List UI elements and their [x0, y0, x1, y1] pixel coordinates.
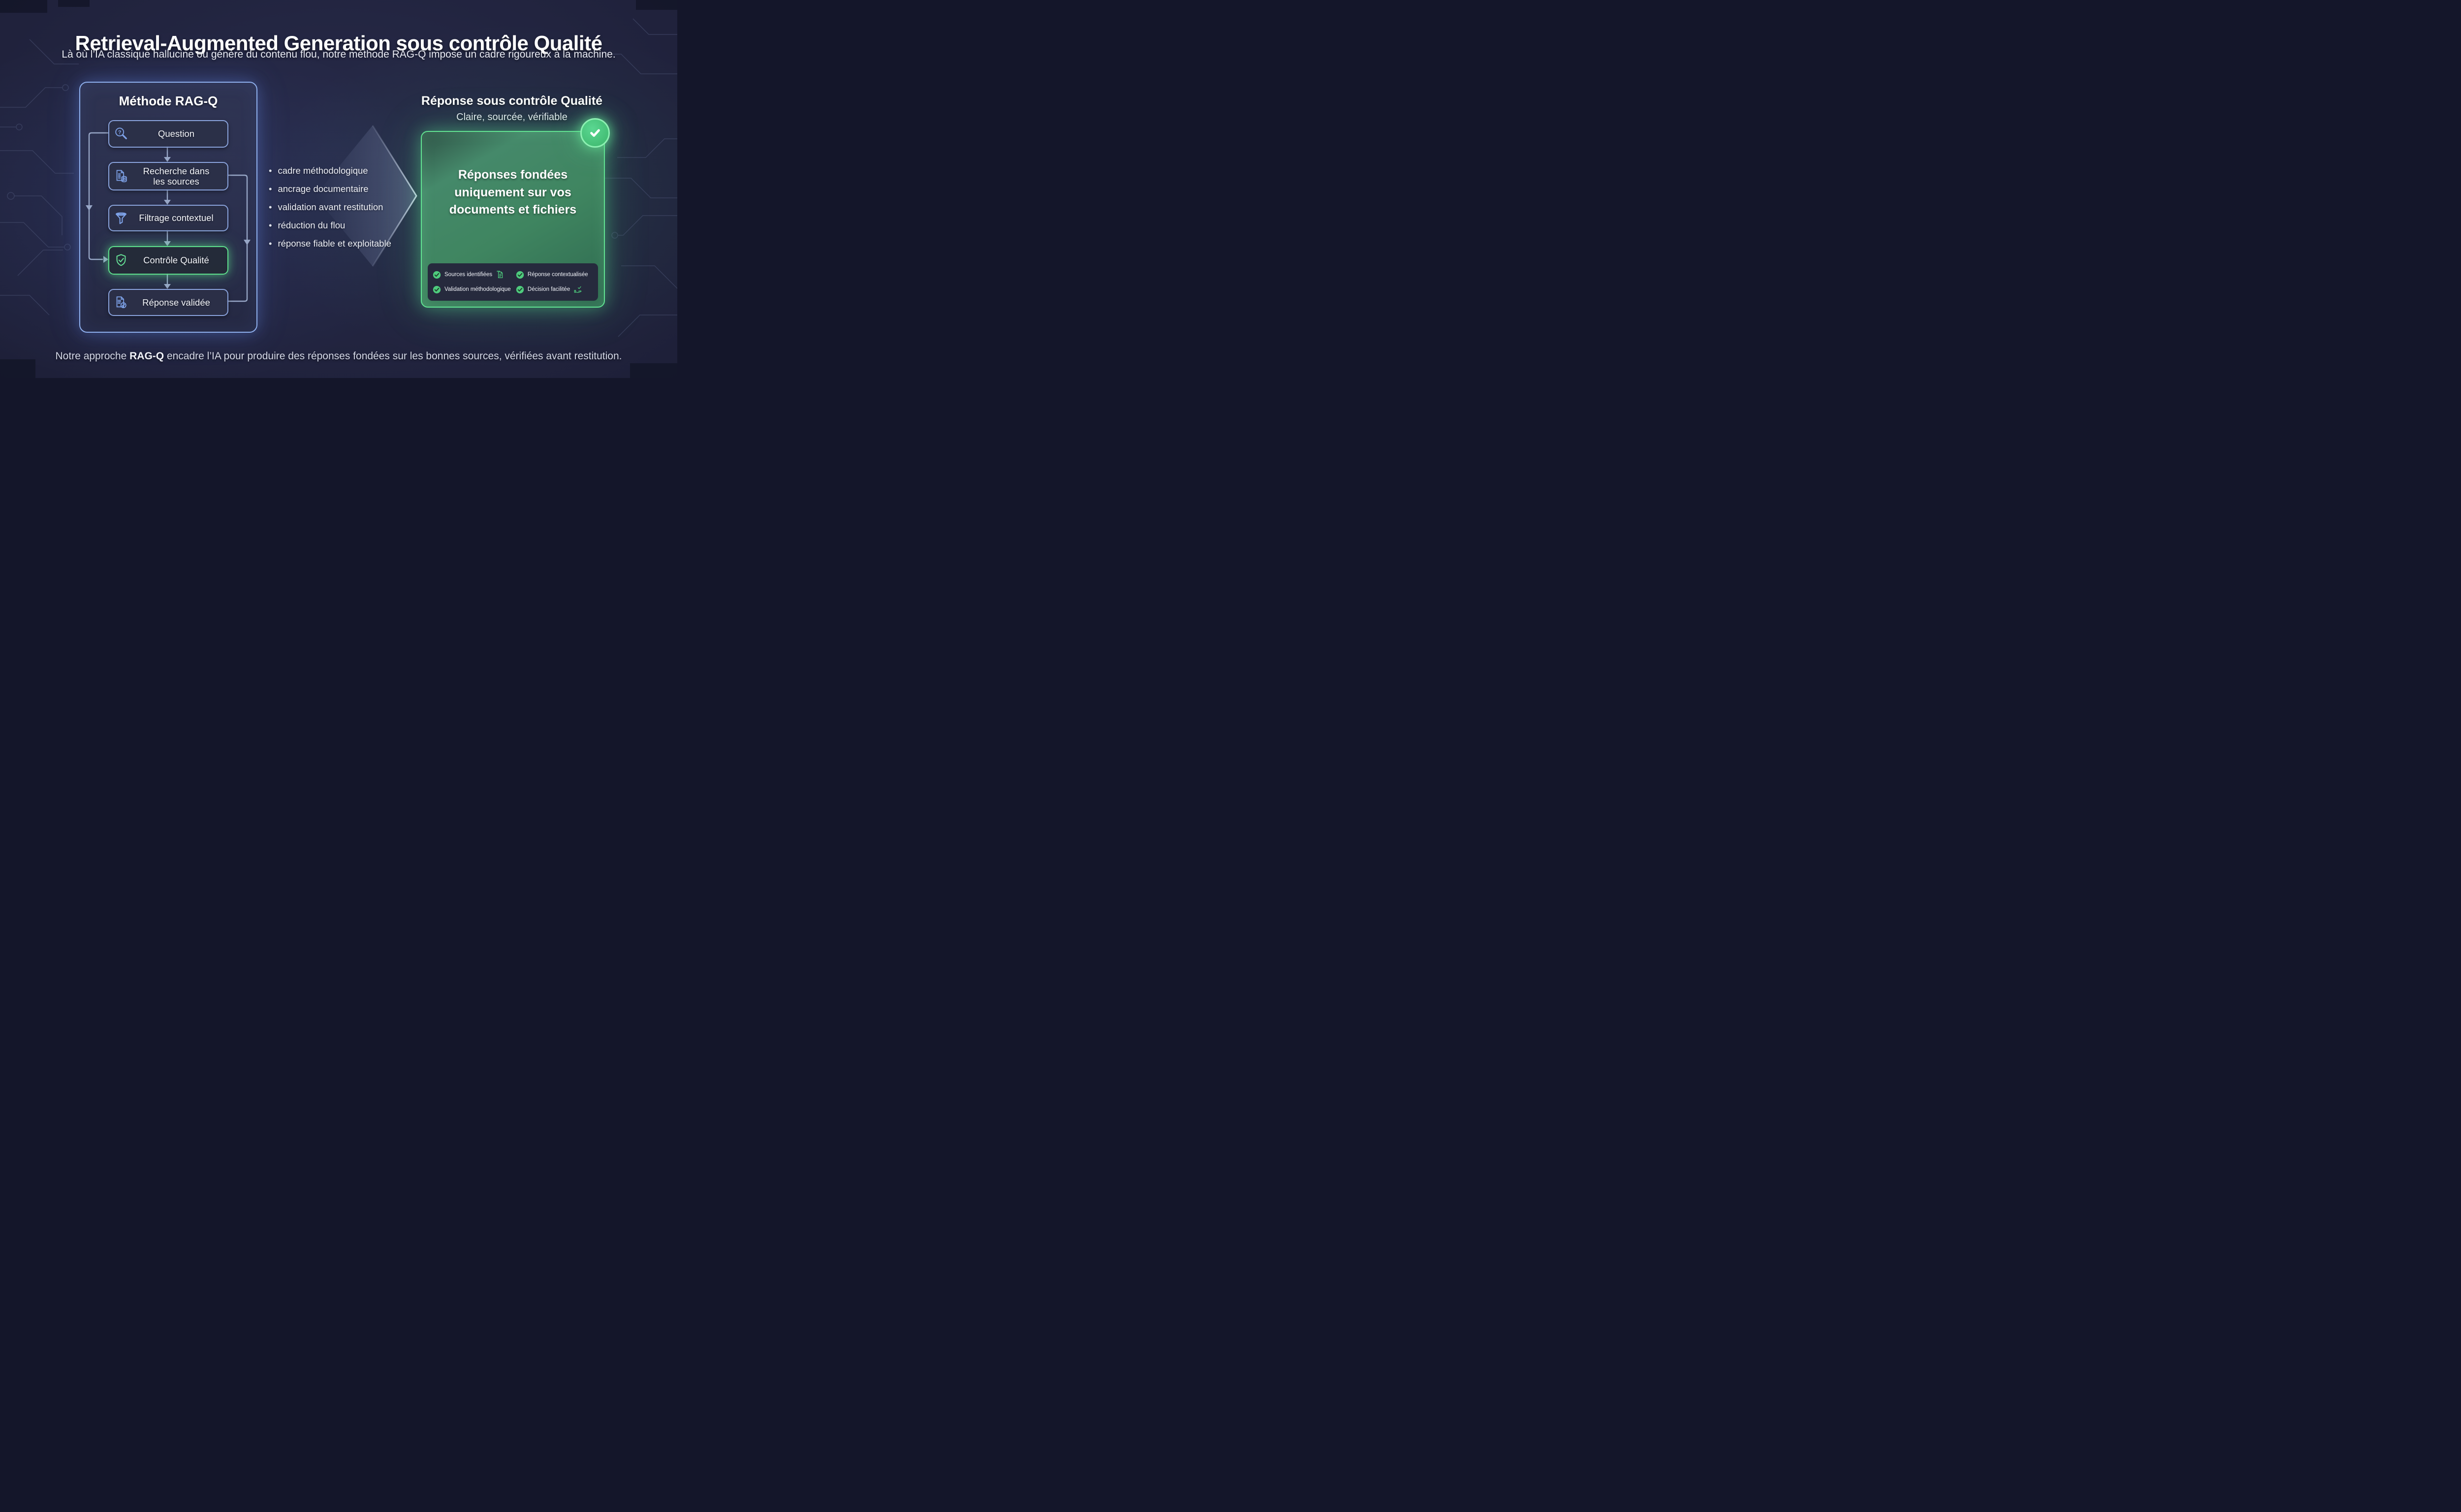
result-subtitle: Claire, sourcée, vérifiable — [456, 112, 568, 123]
flow-step-label: Filtrage contextuel — [139, 213, 214, 223]
corner-decoration — [636, 0, 677, 10]
caption-prefix: Notre approche — [55, 350, 130, 362]
documents-icon — [497, 271, 503, 279]
document-check-icon — [114, 295, 128, 310]
corner-decoration — [58, 0, 90, 7]
check-icon — [590, 129, 600, 137]
flow-step-label: Contrôle Qualité — [143, 255, 209, 266]
result-panel: Réponses fondées uniquement sur vos docu… — [421, 118, 610, 308]
flow-step-reponse-validee: Réponse validée — [108, 289, 228, 316]
flow-step-recherche: Recherche dans les sources — [108, 162, 228, 190]
svg-text:?: ? — [118, 129, 122, 135]
page-subtitle: Là où l’IA classique hallucine ou génère… — [62, 49, 616, 60]
check-label: Réponse contextualisée — [527, 272, 588, 278]
check-item-contextualisee: Réponse contextualisée — [516, 270, 593, 279]
benefit-item: validation avant restitution — [269, 202, 391, 212]
page-title: Retrieval-Augmented Generation sous cont… — [75, 32, 602, 55]
hand-check-icon — [574, 286, 582, 293]
funnel-icon — [114, 211, 128, 225]
flow-step-controle-qualite: Contrôle Qualité — [108, 246, 228, 275]
method-panel: Méthode RAG-Q ? Quest — [79, 82, 257, 333]
check-label: Validation méthodologique — [444, 286, 511, 292]
check-circle-icon — [516, 285, 524, 293]
caption-suffix: encadre l’IA pour produire des réponses … — [164, 350, 622, 362]
bottom-caption: Notre approche RAG-Q encadre l’IA pour p… — [0, 350, 677, 362]
result-title: Réponse sous contrôle Qualité — [421, 94, 603, 108]
benefit-item: ancrage documentaire — [269, 184, 391, 194]
corner-decoration — [630, 363, 677, 378]
flow-step-label: Réponse validée — [142, 297, 210, 308]
magnifier-question-icon: ? — [114, 126, 128, 141]
check-label: Sources identifiées — [444, 272, 493, 278]
check-circle-icon — [516, 271, 524, 279]
flow-step-label: Question — [158, 128, 195, 139]
flow-step-question: ? Question — [108, 120, 228, 148]
shield-check-icon — [114, 253, 128, 268]
caption-method-name: RAG-Q — [129, 350, 164, 362]
benefit-item: réponse fiable et exploitable — [269, 238, 391, 249]
result-main-text: Réponses fondées uniquement sur vos docu… — [449, 168, 577, 217]
check-badge — [580, 118, 610, 148]
flow-step-label: Recherche dans les sources — [143, 165, 210, 187]
check-item-decision: Décision facilitée — [516, 285, 593, 294]
benefits-list: cadre méthodologique ancrage documentair… — [269, 165, 391, 256]
check-label: Décision facilitée — [527, 286, 570, 292]
flow-step-filtrage: Filtrage contextuel — [108, 205, 228, 231]
result-checklist: Sources identifiées Réponse contextualis… — [428, 263, 598, 301]
check-circle-icon — [433, 285, 441, 293]
check-item-sources: Sources identifiées — [433, 270, 514, 279]
document-database-icon — [114, 169, 128, 184]
infographic-rag-q: { "page": { "title": "Retrieval-Augmente… — [0, 0, 677, 378]
benefit-item: cadre méthodologique — [269, 165, 391, 176]
corner-decoration — [0, 359, 35, 378]
benefit-item: réduction du flou — [269, 220, 391, 230]
corner-decoration — [0, 0, 47, 13]
check-circle-icon — [433, 271, 441, 279]
method-panel-title: Méthode RAG-Q — [119, 94, 218, 108]
check-item-validation: Validation méthodologique — [433, 285, 514, 294]
